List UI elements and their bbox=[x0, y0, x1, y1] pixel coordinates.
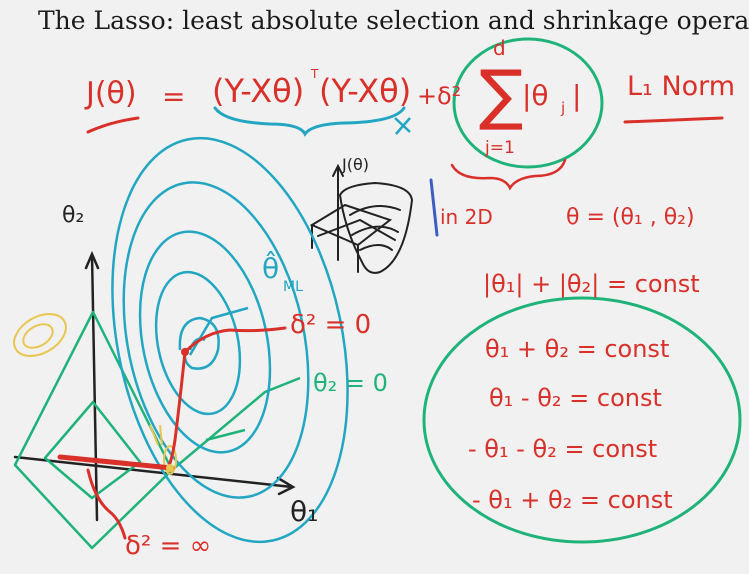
eq-transpose: T bbox=[311, 67, 319, 81]
note-abs-sum: |θ₁| + |θ₂| = const bbox=[483, 270, 700, 298]
eq-sum-upper: d bbox=[493, 36, 506, 60]
eq-sum: ∑ bbox=[479, 56, 524, 133]
theta2-axis-label: θ₂ bbox=[62, 203, 85, 228]
eq-equals: = bbox=[162, 80, 186, 113]
small-3d-sketch bbox=[309, 163, 414, 274]
cases-ellipse bbox=[422, 296, 742, 544]
eq-term1: (Y-Xθ) bbox=[212, 72, 305, 110]
eq-abs-theta: |θ bbox=[522, 79, 549, 112]
small-plot-axis-label: J(θ) bbox=[342, 155, 369, 174]
note-case-3: - θ₁ - θ₂ = const bbox=[468, 435, 658, 463]
main-axes bbox=[13, 250, 296, 522]
loss-contours bbox=[111, 136, 349, 544]
note-case-4: - θ₁ + θ₂ = const bbox=[472, 486, 673, 514]
eq-term2: (Y-Xθ) bbox=[319, 72, 412, 110]
quadratic-brace bbox=[213, 106, 406, 137]
delta-inf-label: δ² = ∞ bbox=[125, 531, 212, 561]
eq-plus: + bbox=[417, 82, 438, 110]
theta1-axis-label: θ₁ bbox=[290, 495, 319, 528]
yellow-contour bbox=[13, 313, 177, 475]
note-case-1: θ₁ + θ₂ = const bbox=[485, 335, 670, 363]
l1-term-circle bbox=[452, 37, 604, 169]
eq-abs-close: | bbox=[572, 79, 582, 112]
eq-delta-sq: δ² bbox=[437, 82, 462, 110]
eq-sum-lower: j=1 bbox=[485, 138, 515, 158]
shrinkage-path bbox=[57, 326, 287, 540]
l1-diamonds bbox=[13, 310, 301, 550]
theta2-zero-label: θ₂ = 0 bbox=[313, 369, 388, 397]
note-theta-def: θ = (θ₁ , θ₂) bbox=[566, 205, 695, 230]
delta-zero-label: δ² = 0 bbox=[290, 310, 372, 340]
note-in-2d: in 2D bbox=[440, 205, 493, 229]
l1-norm-underline bbox=[623, 116, 724, 124]
page-title: The Lasso: least absolute selection and … bbox=[38, 6, 749, 35]
eq-norm-label: L₁ Norm bbox=[627, 71, 736, 102]
eq-lhs: J(θ) bbox=[86, 76, 137, 111]
note-case-2: θ₁ - θ₂ = const bbox=[489, 384, 662, 412]
jtheta-underline bbox=[86, 116, 140, 134]
eq-abs-sub: j bbox=[561, 99, 566, 117]
theta-ml-sub: ML bbox=[283, 279, 303, 295]
sum-brace bbox=[450, 158, 567, 191]
theta-ml-label: θ̂ bbox=[262, 252, 280, 285]
